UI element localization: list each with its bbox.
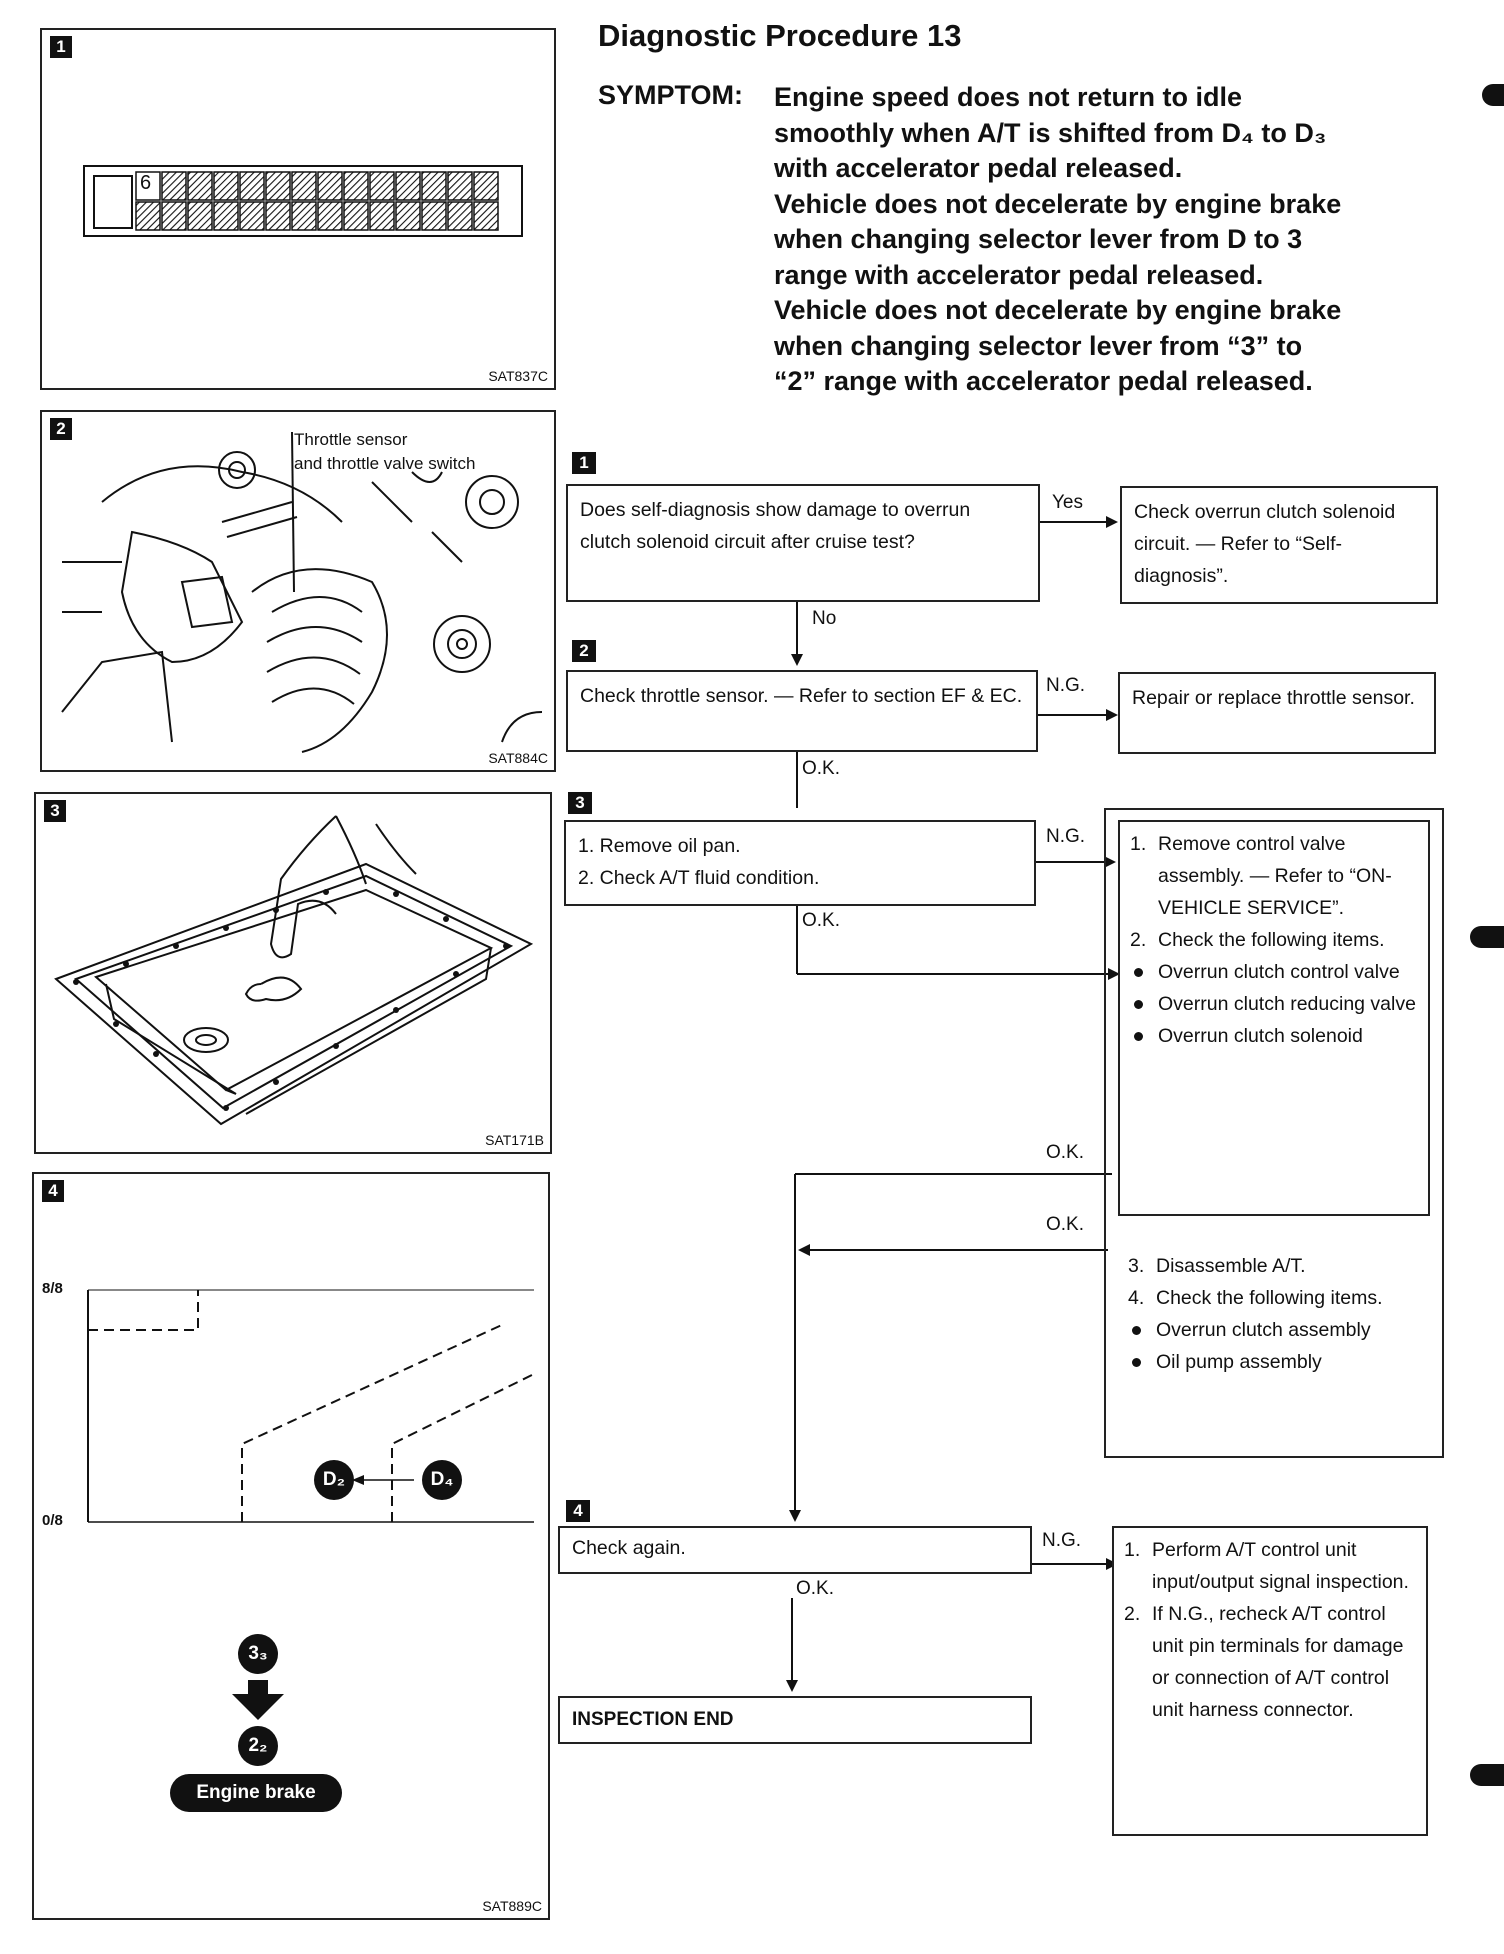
bullet-item: Overrun clutch assembly [1128, 1314, 1420, 1346]
result-item: 3. Disassemble A/T. [1128, 1250, 1420, 1282]
callout-line: and throttle valve switch [294, 454, 476, 473]
connector-illustration [83, 165, 523, 237]
item-number: 1. [1130, 833, 1147, 855]
item-text: Disassemble A/T. [1156, 1255, 1306, 1277]
ng-label: N.G. [1046, 675, 1086, 696]
engine-brake-badge: Engine brake [170, 1774, 342, 1812]
figure-number: 4 [42, 1180, 64, 1202]
figure-number: 2 [50, 418, 72, 440]
figure-code: SAT837C [488, 368, 548, 384]
ok-label: O.K. [796, 1578, 835, 1599]
inspection-end: INSPECTION END [558, 1696, 1032, 1744]
item-text: If N.G., recheck A/T control unit pin te… [1152, 1603, 1404, 1721]
step-2-question: Check throttle sensor. — Refer to sectio… [566, 670, 1038, 752]
ng-label: N.G. [1042, 1530, 1082, 1551]
step-3-result-continued: 3. Disassemble A/T. 4. Check the following… [1118, 1250, 1430, 1378]
ok-label: O.K. [802, 758, 841, 779]
symptom-line: Vehicle does not decelerate by engine br… [774, 295, 1342, 325]
item-text: Perform A/T control unit input/output si… [1152, 1539, 1409, 1593]
page-edge-tab [1470, 926, 1504, 948]
bullet-item: Oil pump assembly [1128, 1346, 1420, 1378]
item-number: 1. [1124, 1539, 1141, 1561]
step-2-number: 2 [572, 640, 596, 662]
figure-2: 2 Throttle sensor and throttle valve swi… [40, 410, 556, 772]
no-label: No [812, 608, 837, 629]
callout-line: Throttle sensor [294, 430, 408, 449]
ng-label: N.G. [1046, 826, 1086, 847]
figure-1: 1 6 SAT837C [40, 28, 556, 390]
step-2-result: Repair or replace throttle sensor. [1118, 672, 1436, 754]
symptom-line: “2” range with accelerator pedal release… [774, 366, 1313, 396]
result-item: 2. Check the following items. [1130, 924, 1418, 956]
figure-number: 3 [44, 800, 66, 822]
figure-number: 1 [50, 36, 72, 58]
33-circle: 3₃ [238, 1634, 278, 1674]
shift-schedule-graph [87, 1289, 535, 1720]
result-item: 1. Remove control valve assembly. — Refer… [1130, 828, 1418, 924]
step-4-number: 4 [566, 1500, 590, 1522]
symptom-line: Engine speed does not return to idle [774, 82, 1243, 112]
item-number: 2. [1124, 1603, 1141, 1625]
step-3-result-outer [1104, 808, 1444, 1458]
page-edge-tab [1470, 1764, 1504, 1786]
symptom-line: when changing selector lever from “3” to [774, 330, 1303, 361]
item-text: Remove control valve assembly. — Refer t… [1158, 833, 1392, 919]
d4-circle: D₄ [422, 1460, 462, 1500]
symptom-line: with accelerator pedal released. [774, 153, 1183, 183]
bullet-item: Overrun clutch solenoid [1130, 1020, 1418, 1052]
ok-label: O.K. [802, 910, 841, 931]
step-item: 2. Check A/T fluid condition. [578, 867, 820, 889]
22-circle: 2₂ [238, 1726, 278, 1766]
result-item: 4. Check the following items. [1128, 1282, 1420, 1314]
yes-label: Yes [1052, 492, 1083, 513]
connector-terminal-label: 6 [140, 172, 152, 194]
ok-label: O.K. [1046, 1142, 1085, 1163]
result-item: 1. Perform A/T control unit input/output … [1124, 1534, 1416, 1598]
symptom-text: Engine speed does not return to idle smo… [774, 80, 1474, 400]
item-text: Check the following items. [1158, 929, 1385, 951]
step-4-question: Check again. [558, 1526, 1032, 1574]
y-axis-top-label: 8/8 [42, 1280, 63, 1297]
figure-code: SAT884C [488, 750, 548, 766]
bullet-item: Overrun clutch control valve [1130, 956, 1418, 988]
step-4-result: 1. Perform A/T control unit input/output … [1112, 1526, 1428, 1836]
figure-3: 3 SAT171B [34, 792, 552, 1154]
symptom-line: Vehicle does not decelerate by engine br… [774, 188, 1342, 219]
item-text: Check the following items. [1156, 1287, 1383, 1309]
step-1-question: Does self-diagnosis show damage to overr… [566, 484, 1040, 602]
throttle-sensor-callout: Throttle sensor and throttle valve switc… [294, 428, 475, 476]
figure-code: SAT889C [482, 1898, 542, 1914]
page-edge-tab [1482, 84, 1504, 106]
symptom-line: smoothly when A/T is shifted from D₄ to … [774, 117, 1327, 148]
oil-pan-illustration [54, 815, 534, 1126]
item-number: 2. [1130, 929, 1147, 951]
item-number: 4. [1128, 1287, 1145, 1309]
step-3-question: 1. Remove oil pan. 2. Check A/T fluid co… [564, 820, 1036, 906]
figure-code: SAT171B [485, 1132, 544, 1148]
item-number: 3. [1128, 1255, 1145, 1277]
symptom-line: when changing selector lever from D to 3 [774, 224, 1303, 254]
bullet-item: Overrun clutch reducing valve [1130, 988, 1418, 1020]
engine-bay-illustration [61, 431, 543, 753]
step-1-result: Check overrun clutch solenoid circuit. —… [1120, 486, 1438, 604]
step-item: 1. Remove oil pan. [578, 835, 741, 857]
d2-circle: D₂ [314, 1460, 354, 1500]
result-item: 2. If N.G., recheck A/T control unit pin … [1124, 1598, 1416, 1726]
step-1-number: 1 [572, 452, 596, 474]
step-3-number: 3 [568, 792, 592, 814]
page-title: Diagnostic Procedure 13 [598, 18, 962, 53]
figure-4: 4 8/8 0/8 D₂ D₄ 3₃ 2₂ Engine brake SAT88… [32, 1172, 550, 1920]
step-3-result-inner: 1. Remove control valve assembly. — Refer… [1118, 820, 1430, 1216]
y-axis-bottom-label: 0/8 [42, 1512, 63, 1529]
symptom-line: range with accelerator pedal released. [774, 259, 1264, 290]
ok-label: O.K. [1046, 1214, 1085, 1235]
symptom-label: SYMPTOM: [598, 80, 744, 110]
